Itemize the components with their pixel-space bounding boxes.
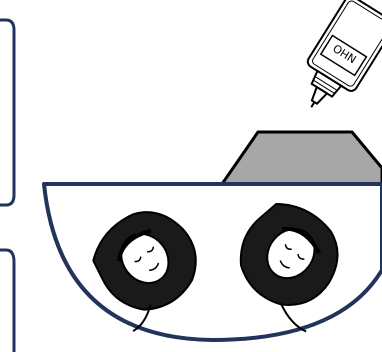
dropper-bottle-icon: NHO [288,0,382,122]
trapezoid-platform [222,132,382,184]
left-panel-bottom [0,250,14,352]
left-panel-top [0,20,14,205]
